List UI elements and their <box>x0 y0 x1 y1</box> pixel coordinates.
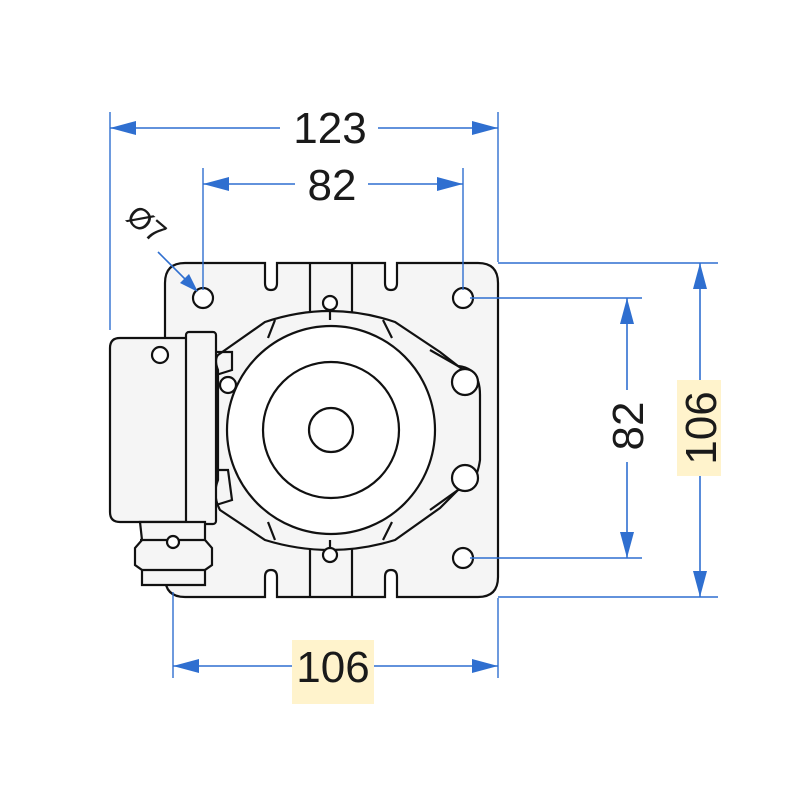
dimension-label-106-vertical: 106 <box>677 391 726 464</box>
connector-box <box>108 336 190 524</box>
highlight-106-vertical <box>677 380 721 476</box>
shaft-bore <box>307 406 355 454</box>
dimension-label-82-vertical: 82 <box>604 402 653 451</box>
dimension-hole-spacing-vertical: 82 <box>604 298 653 558</box>
dimension-label-82-horizontal: 82 <box>308 161 357 210</box>
dimension-hole-spacing-horizontal: 82 <box>203 161 463 210</box>
dimension-label-106-horizontal: 106 <box>296 643 369 692</box>
dimension-layer: 123 82 Ø7 82 <box>109 104 726 704</box>
pump-part <box>108 261 500 599</box>
dimension-plate-height: 106 <box>677 263 726 597</box>
dimension-overall-width: 123 <box>110 104 498 153</box>
highlight-106-horizontal <box>292 640 374 704</box>
dimension-label-123: 123 <box>293 104 366 153</box>
dimension-label-diameter: Ø7 <box>120 199 172 250</box>
cable-gland <box>133 520 214 587</box>
dimension-hole-diameter: Ø7 <box>120 199 198 292</box>
dimension-plate-width: 106 <box>173 640 498 704</box>
